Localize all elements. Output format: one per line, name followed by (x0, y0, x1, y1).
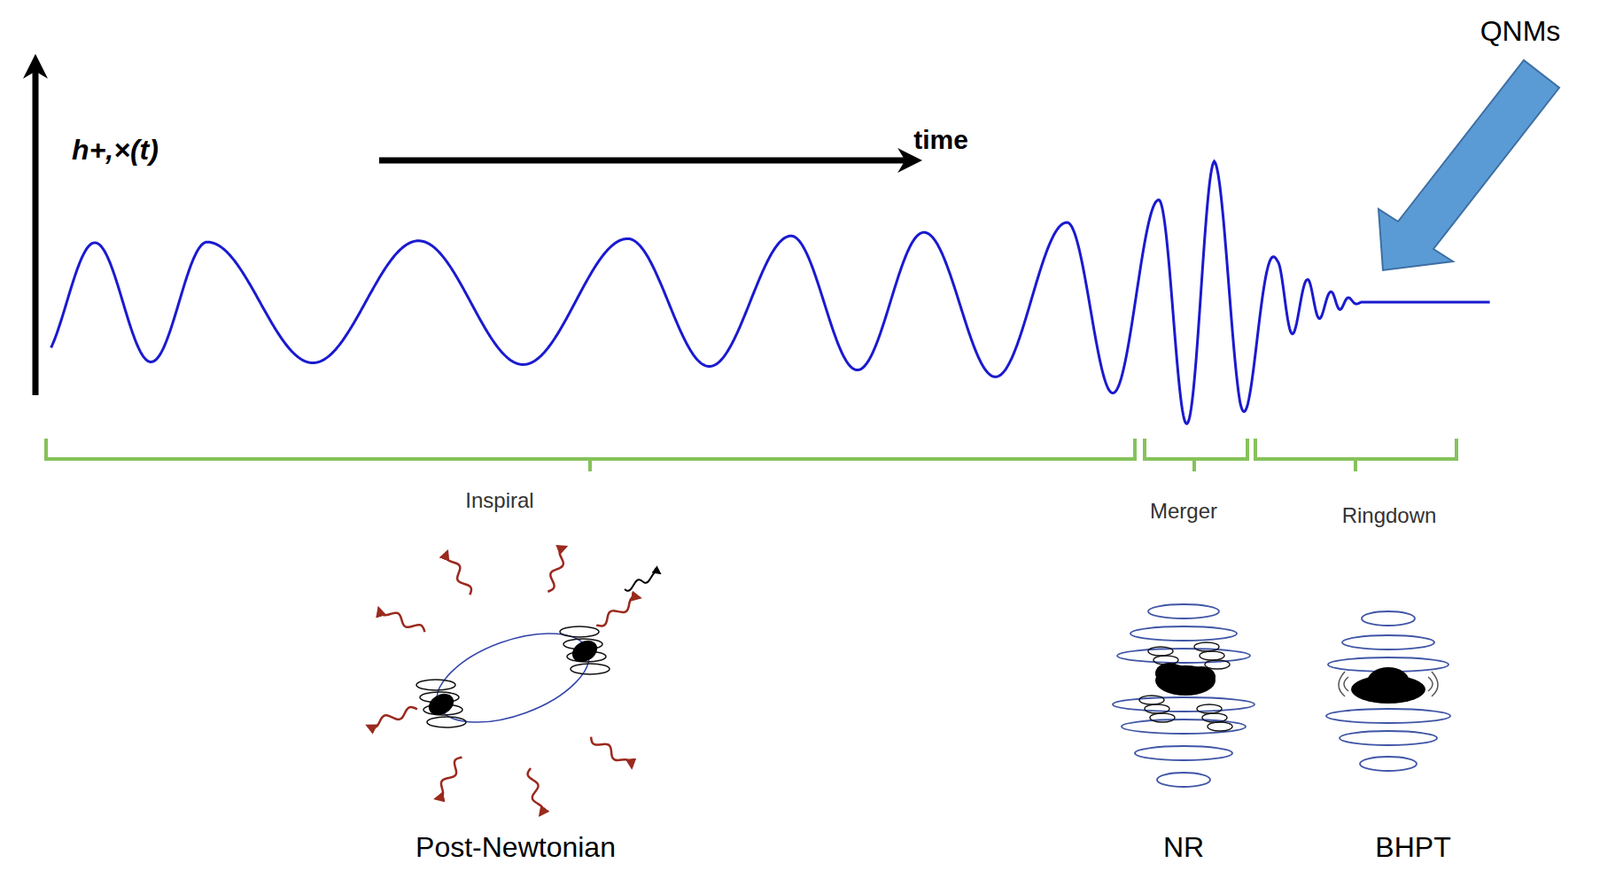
method-label: BHPT (1374, 831, 1451, 863)
time-arrow (379, 157, 913, 164)
qnm-label: QNMs (1480, 15, 1562, 47)
amplitude-axis (32, 63, 39, 396)
method-label: NR (1163, 831, 1204, 863)
ringdown-illustration (1326, 611, 1451, 771)
method-label: Post-Newtonian (415, 831, 616, 863)
waveform (51, 161, 1491, 424)
merger-illustration (1112, 604, 1255, 787)
phase-brackets (46, 438, 1457, 472)
phase-label: Inspiral (465, 489, 534, 513)
qnm-arrow (1378, 60, 1560, 271)
inspiral-illustration (367, 546, 661, 816)
phase-label: Merger (1149, 499, 1218, 523)
axis-label: h+,×(t) (71, 134, 159, 166)
axis-label: time (913, 124, 969, 155)
phase-label: Ringdown (1342, 504, 1437, 528)
